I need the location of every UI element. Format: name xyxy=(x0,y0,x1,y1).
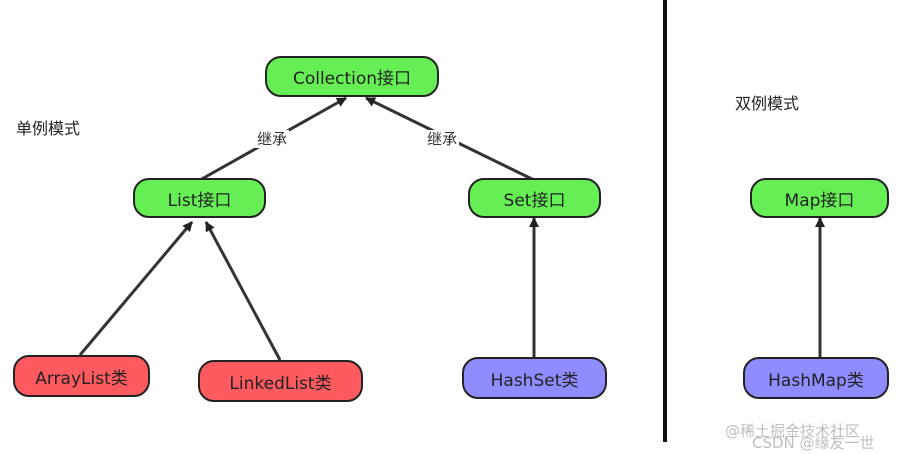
hashset-class-node: HashSet类 xyxy=(462,357,607,399)
double-pattern-caption: 双例模式 xyxy=(735,94,800,113)
edge-linkedlist-to-list xyxy=(204,221,282,361)
linkedlist-class-node: LinkedList类 xyxy=(198,360,363,402)
map-interface-node: Map接口 xyxy=(750,178,889,218)
section-divider xyxy=(663,0,667,442)
single-pattern-caption: 单例模式 xyxy=(16,119,81,138)
inherit-label-list: 继承 xyxy=(255,130,290,148)
watermark-csdn: CSDN @缘友一世 xyxy=(752,434,875,452)
arraylist-class-node: ArrayList类 xyxy=(13,355,150,397)
set-interface-node: Set接口 xyxy=(468,178,601,218)
edge-arraylist-to-list xyxy=(78,221,194,356)
watermark-juejin: @稀土掘金技术社区 xyxy=(725,422,861,440)
hashmap-class-node: HashMap类 xyxy=(743,357,889,399)
collection-interface-node: Collection接口 xyxy=(265,56,439,97)
list-interface-node: List接口 xyxy=(133,178,266,218)
inherit-label-set: 继承 xyxy=(425,130,460,148)
